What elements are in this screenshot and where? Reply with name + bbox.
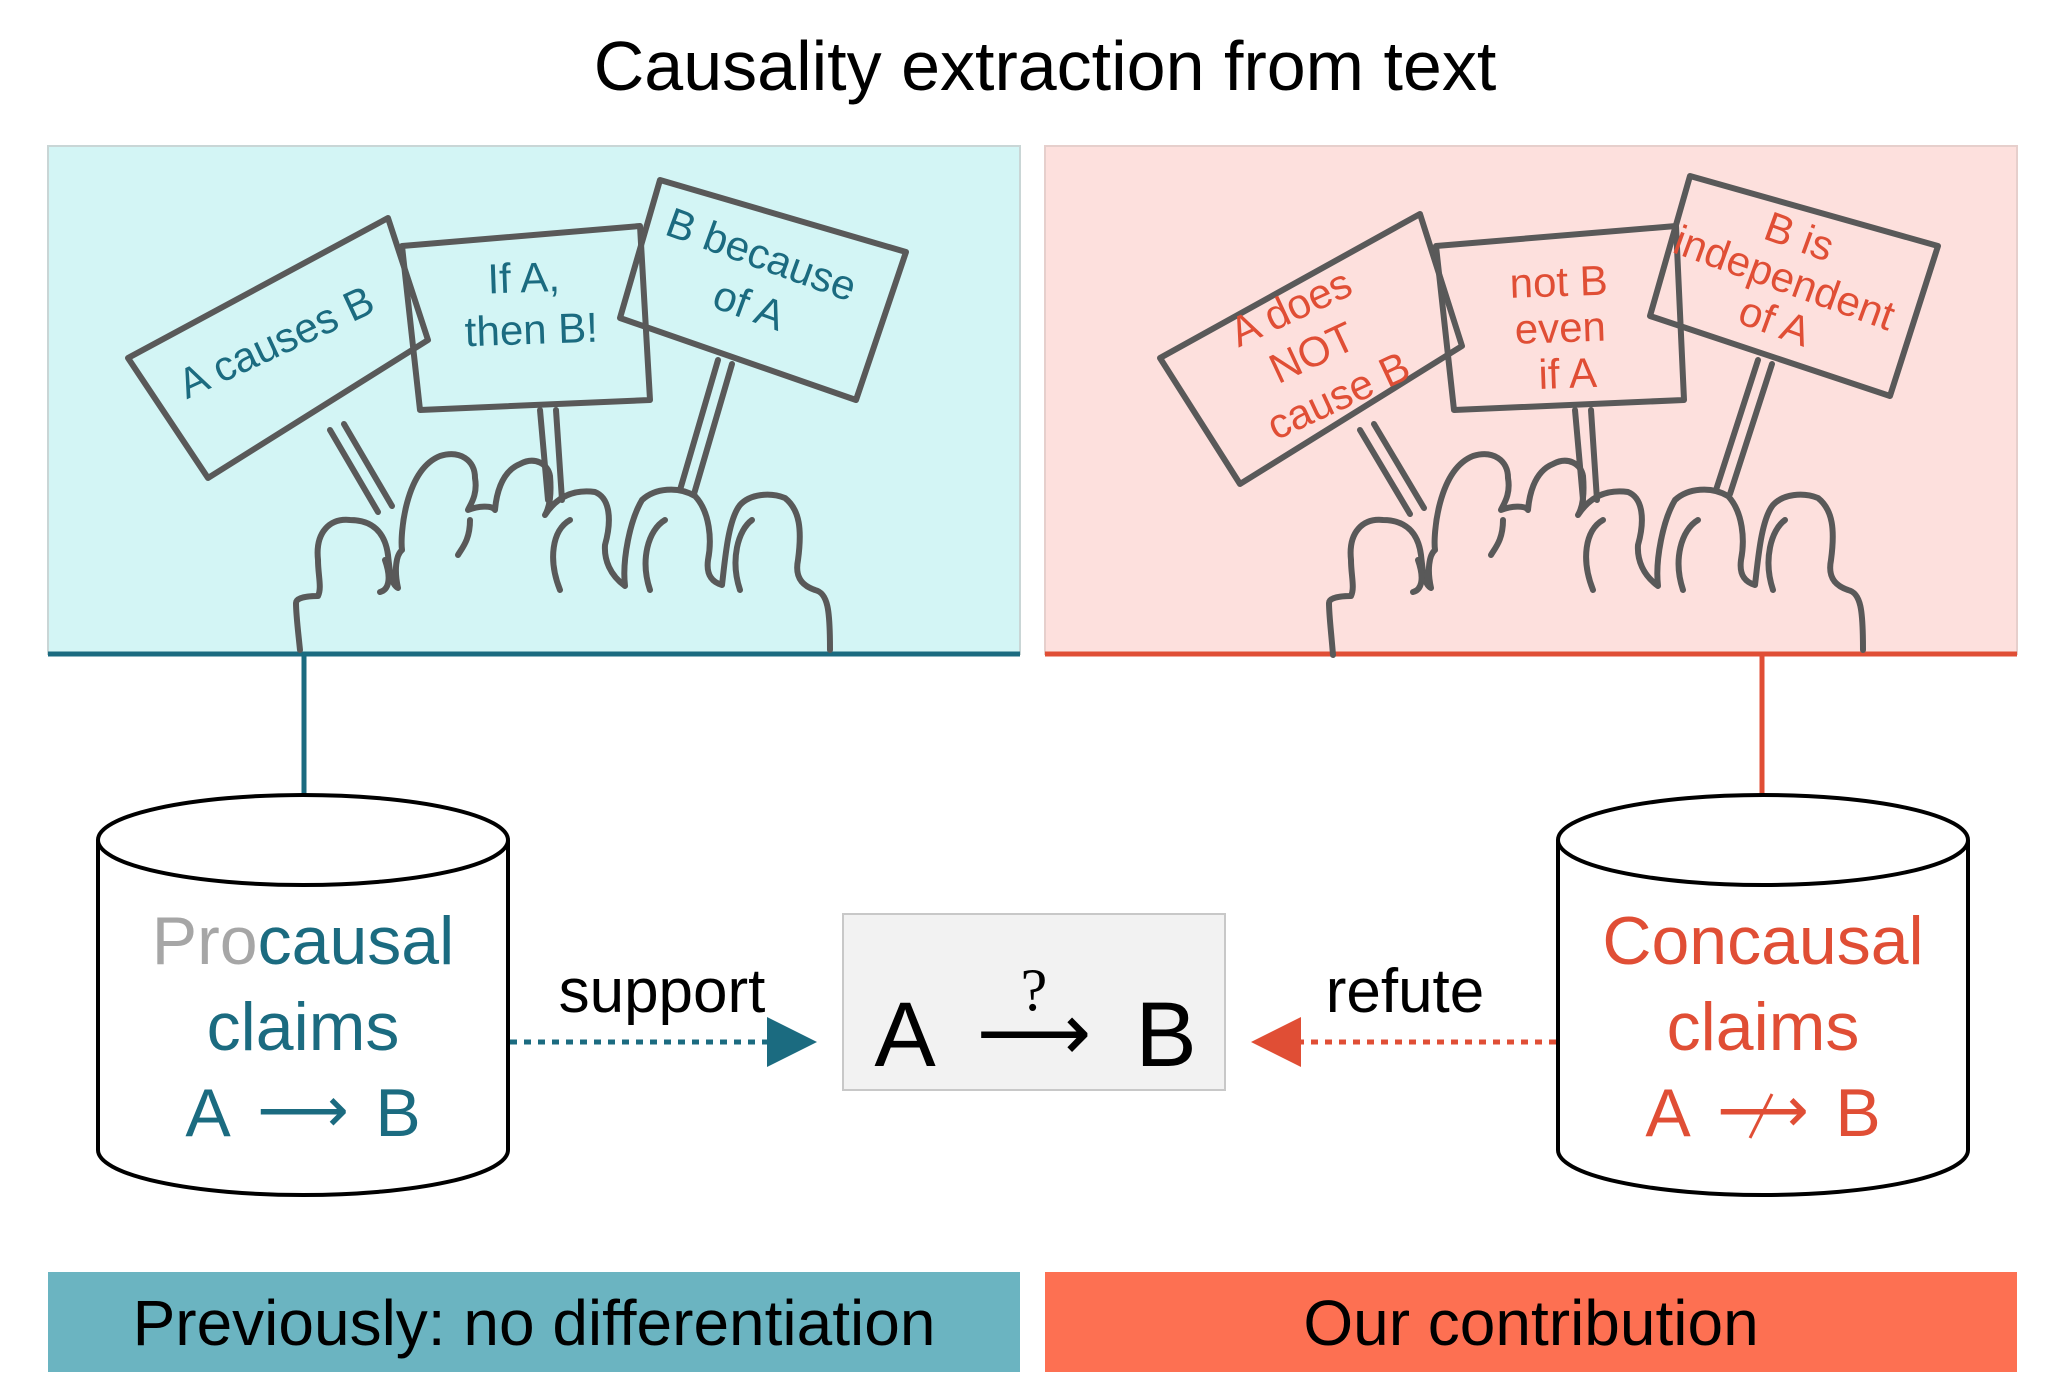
left-database-icon [96,793,510,1197]
left-sign-2-line-1: If A, [487,253,561,302]
refute-label: refute [1326,957,1485,1026]
center-formula-a: A [874,984,936,1086]
left-sign-3-board [617,177,909,403]
right-db-title: Concausal [1602,903,1923,979]
right-sign-2-board [1433,223,1687,413]
right-db-formula-a: A [1645,1075,1691,1151]
left-sign-2: If A, then B! [399,223,653,503]
right-sign-2-line-2: even [1514,303,1607,353]
left-db-claims: claims [207,989,400,1065]
left-crowd-icon [293,451,833,653]
right-database-top [1556,793,1970,887]
left-sign-2-text: If A, then B! [462,252,598,356]
right-database-icon [1556,793,1970,1197]
left-db-title: Procausal [152,903,454,979]
left-sign-1-stick [327,421,395,515]
left-sign-3-stick [677,357,735,497]
center-formula-arrow: ⟶ [977,990,1092,1078]
left-sign-1-board [125,215,431,481]
left-crowd-detail-icon [377,517,755,595]
center-formula-b: B [1135,984,1196,1086]
right-banner [1045,1272,2017,1372]
right-sign-2: not B even if A [1433,223,1687,503]
right-banner-text: Our contribution [1303,1287,1758,1359]
left-banner-text: Previously: no differentiation [133,1287,936,1359]
right-panel: A does NOT cause B not B even if A B is … [1044,145,2018,658]
right-sign-2-line-3: if A [1538,349,1598,398]
left-db-word: causal [258,903,455,979]
left-panel: A causes B If A, then B! B because of A [47,145,1021,657]
right-sign-1-stick [1357,421,1427,517]
right-sign-2-text: not B even if A [1509,256,1624,399]
left-db-formula: A ⟶ B [185,1075,420,1151]
right-db-claims: claims [1667,989,1860,1065]
left-sign-2-line-2: then B! [464,304,599,356]
left-database-body [96,840,510,1197]
right-sign-3-board [1647,173,1941,399]
right-crowd-detail-icon [1410,517,1788,595]
left-sign-2-stick [537,407,565,503]
right-sign-1-board [1157,211,1465,487]
left-db-prefix: Pro [152,903,258,979]
left-banner [48,1272,1020,1372]
left-db-formula-arrow: ⟶ [257,1075,349,1146]
diagram-title: Causality extraction from text [594,27,1497,105]
right-sign-2-line-1: not B [1509,257,1609,307]
right-db-formula-b: B [1835,1075,1880,1151]
left-database-top [96,793,510,887]
left-db-formula-a: A [185,1075,231,1151]
right-database-body [1556,840,1970,1197]
right-sign-2-stick [1572,407,1600,503]
left-sign-2-board [399,223,653,413]
center-claim-box [842,913,1226,1091]
left-db-formula-b: B [375,1075,420,1151]
center-formula-question: ? [1021,957,1048,1023]
right-panel-background [1044,145,2018,655]
right-sign-3-stick [1713,357,1775,497]
right-db-formula: A ⟶ B [1645,1075,1880,1151]
right-db-negation-slash-icon [1748,1093,1774,1139]
support-label: support [559,957,766,1026]
